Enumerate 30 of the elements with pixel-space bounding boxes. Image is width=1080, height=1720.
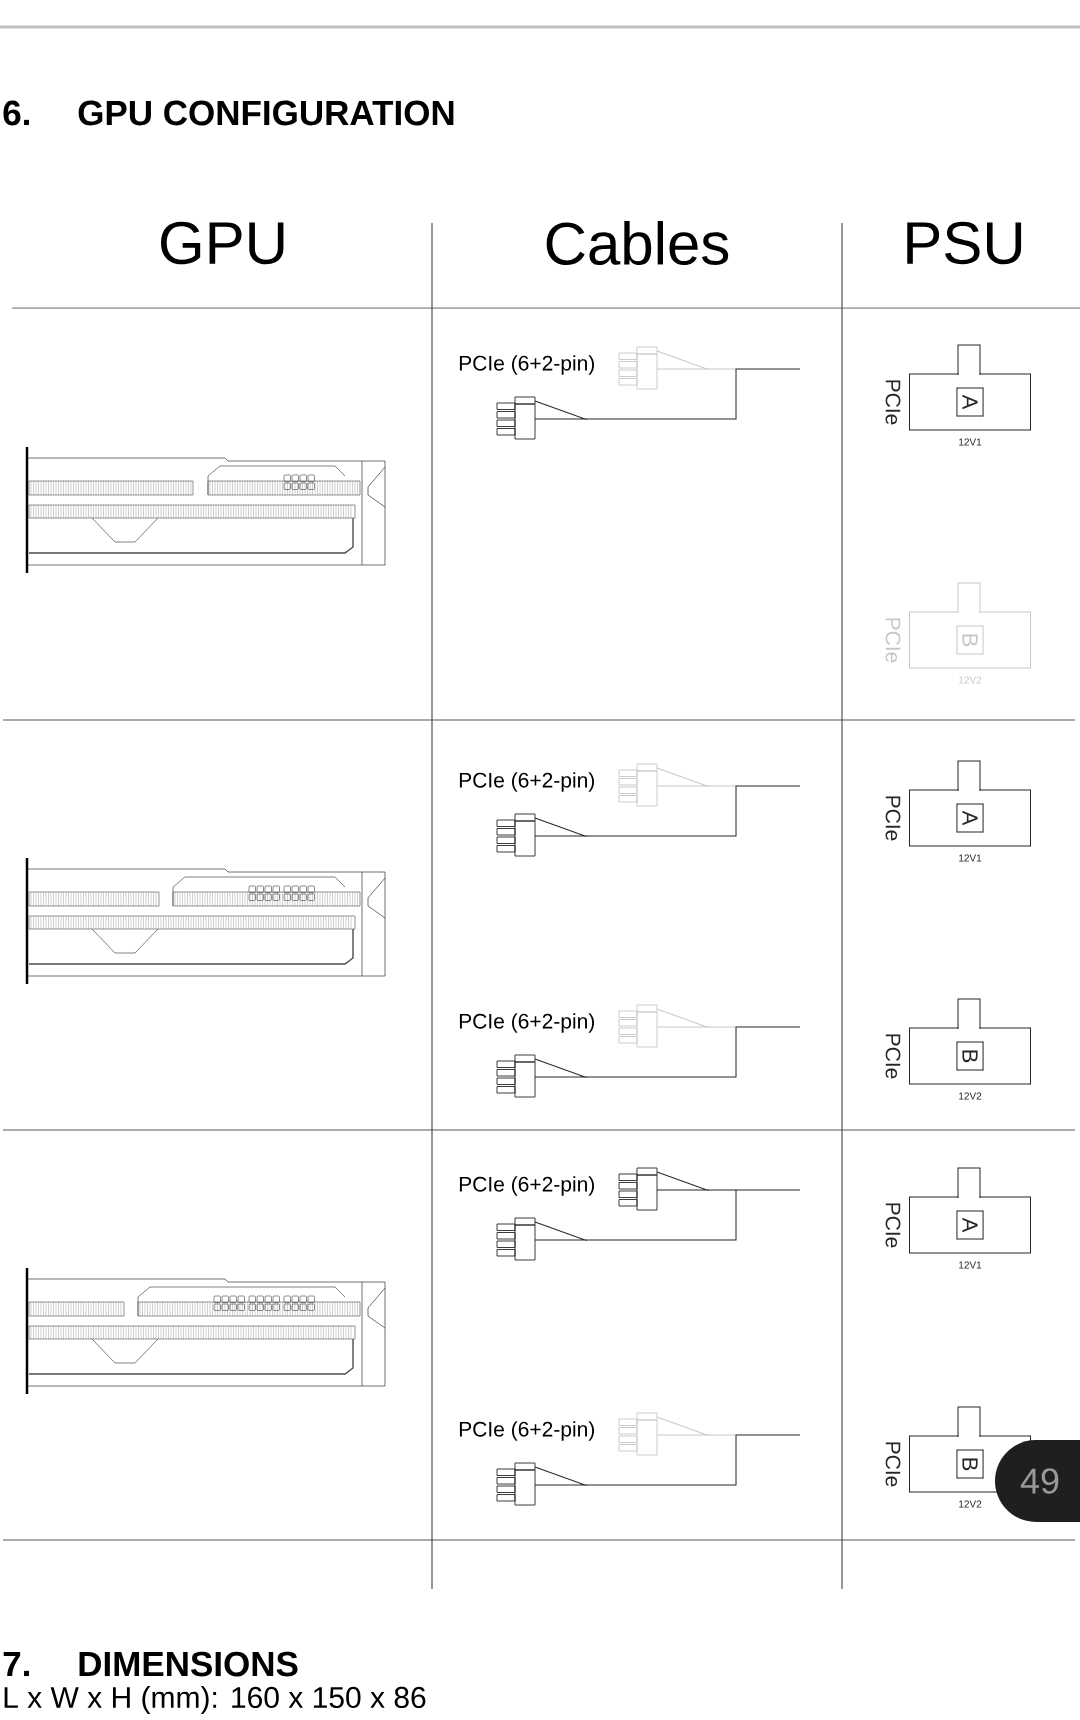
connector-label: PCIe (6+2-pin) [459,1013,594,1033]
rail-label: 12V1 [959,1261,982,1269]
section-heading: DIMENSIONS [79,1651,298,1677]
port-label: PCIe [885,380,901,425]
psu-port: B [909,998,1031,1085]
port-label: PCIe [885,1034,901,1079]
page-number-badge: 49 [995,1440,1080,1522]
connector-label: PCIe (6+2-pin) [459,1176,594,1196]
psu-port: B [909,582,1031,669]
rail-label: 12V2 [959,1092,982,1100]
connector-label: PCIe (6+2-pin) [459,355,594,375]
dimensions-text: L x W x H (mm): 160 x 150 x 86 [4,1686,426,1714]
section-number: 7. [3,1651,29,1677]
psu-port: A [909,344,1031,431]
port-label: PCIe [885,796,901,841]
section-number: 6. [3,100,29,126]
section-heading: GPU CONFIGURATION [78,100,454,126]
column-heading: GPU [161,221,284,265]
connector-label: PCIe (6+2-pin) [459,772,594,792]
column-heading: Cables [546,221,729,266]
port-label: PCIe [885,1203,901,1248]
port-label: PCIe [885,1442,901,1487]
rail-label: 12V1 [959,438,982,446]
psu-port: A [909,760,1031,847]
column-heading: PSU [907,221,1022,265]
port-label: PCIe [885,618,901,663]
rail-label: 12V1 [959,854,982,862]
psu-port: A [909,1167,1031,1254]
connector-label: PCIe (6+2-pin) [459,1421,594,1441]
rail-label: 12V2 [959,1500,982,1508]
